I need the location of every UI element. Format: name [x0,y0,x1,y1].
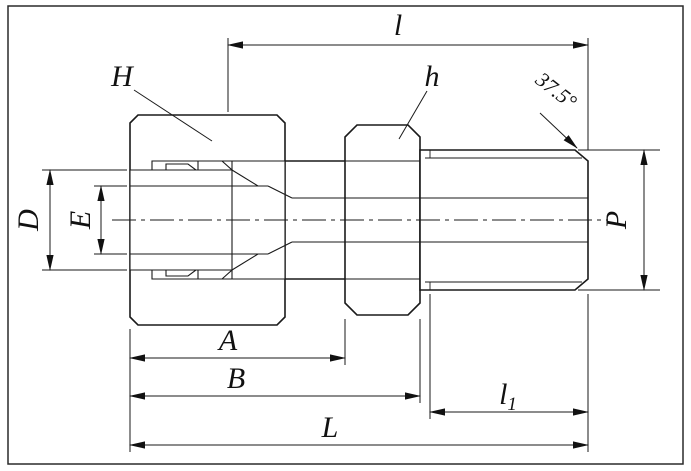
dimension-D: D [12,169,127,271]
label-l: l [394,9,402,42]
dimension-B: B [129,319,421,403]
callout-chamfer-angle: 37.5° [530,67,582,149]
leader-line [539,112,578,149]
label-B: B [227,362,245,395]
leader-line [133,89,213,142]
label-l1: l1 [499,378,517,415]
label-angle: 37.5° [530,67,582,115]
label-A: A [217,324,238,357]
dimension-E: E [64,185,127,255]
body-neck [285,160,345,280]
dimension-L: L [129,411,589,449]
seat-cone-bottom [231,253,259,271]
callout-H: H [110,60,213,142]
label-E: E [64,211,97,230]
leader-line [398,90,428,140]
label-H: H [110,60,135,93]
label-L: L [321,411,339,444]
dimension-A: A [129,319,346,452]
label-D: D [12,209,45,232]
dimension-l1: l1 [429,294,589,452]
bore-cone-top [267,185,293,199]
bore-cone-bottom [267,241,293,255]
label-P: P [600,211,633,230]
callout-h: h [398,60,440,140]
dimension-P: P [578,149,660,291]
drawing-border [7,5,684,465]
dimension-l: l [227,9,589,150]
label-h: h [425,60,440,93]
internal-details [130,160,588,280]
seat-cone-top [231,169,259,187]
fitting-geometry [112,114,608,326]
